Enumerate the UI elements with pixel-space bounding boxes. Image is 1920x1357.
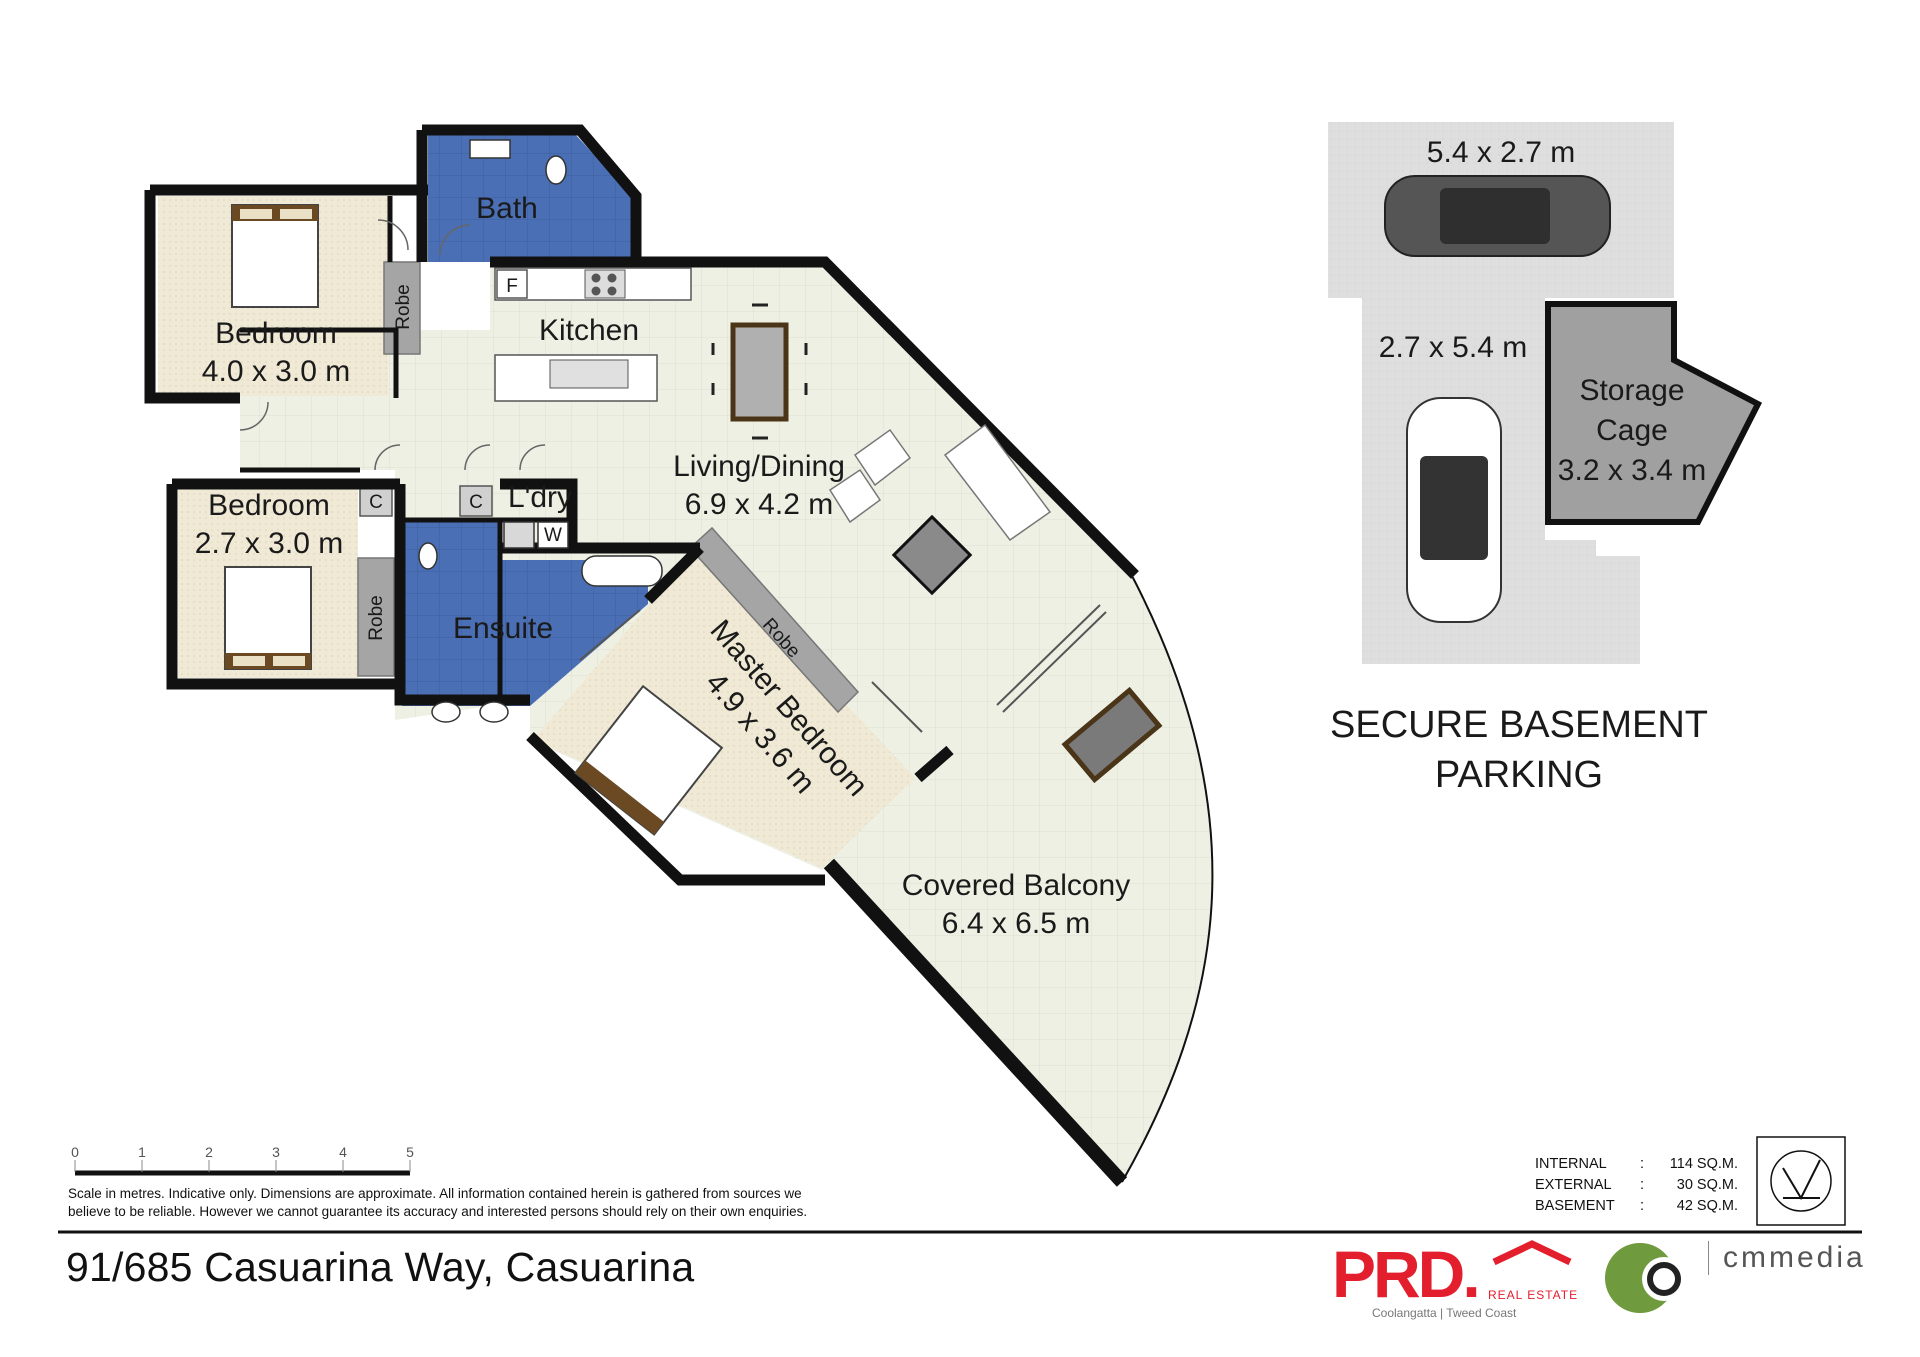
storage-line2: Cage xyxy=(1596,414,1668,447)
bedroom2-name: Bedroom xyxy=(208,489,330,522)
scale-tick-0: 0 xyxy=(71,1144,79,1160)
inner-walls xyxy=(240,196,572,700)
area-value: 114 SQ.M. xyxy=(1669,1156,1738,1172)
parking-heading-1: SECURE BASEMENT xyxy=(1330,704,1708,746)
scale-bar: 0 1 2 3 4 5 xyxy=(71,1144,414,1176)
balcony-wall xyxy=(816,851,1128,1187)
prd-wordmark: PRD. xyxy=(1332,1237,1481,1311)
dining-table xyxy=(711,303,808,440)
storage-cage xyxy=(1545,301,1763,525)
cupboard2-label: C xyxy=(469,492,483,513)
north-arrow-icon xyxy=(1756,1136,1846,1226)
cm-logo: cmmedia xyxy=(1690,1241,1866,1275)
car-1 xyxy=(1384,175,1611,257)
prd-roof-icon xyxy=(1492,1240,1572,1266)
balcony-edge xyxy=(1121,571,1214,1183)
area-row-external: EXTERNAL : 30 SQ.M. xyxy=(1535,1175,1738,1196)
robe2-label: Robe xyxy=(366,595,387,640)
ensuite-label: Ensuite xyxy=(453,612,553,645)
storage-line1: Storage xyxy=(1579,374,1684,407)
kitchen-sink xyxy=(549,359,629,389)
area-sep: : xyxy=(1640,1198,1645,1214)
cupboard-2 xyxy=(459,485,493,517)
bedroom1-name: Bedroom xyxy=(215,317,337,350)
living-furniture xyxy=(828,423,1052,596)
fridge xyxy=(496,269,528,299)
area-row-basement: BASEMENT : 42 SQ.M. xyxy=(1535,1196,1738,1217)
laundry-label: L'dry xyxy=(508,481,572,514)
prd-subtitle: REAL ESTATE xyxy=(1488,1288,1579,1302)
car-2 xyxy=(1406,397,1502,623)
disclaimer-line-1: Scale in metres. Indicative only. Dimens… xyxy=(68,1186,802,1201)
bedroom1-dims: 4.0 x 3.0 m xyxy=(202,355,350,388)
property-address: 91/685 Casuarina Way, Casuarina xyxy=(66,1244,695,1290)
cupboard1-label: C xyxy=(369,492,383,513)
bay1-label: 5.4 x 2.7 m xyxy=(1427,136,1575,169)
balcony-name: Covered Balcony xyxy=(902,869,1130,902)
bay2-label: 2.7 x 5.4 m xyxy=(1379,331,1527,364)
area-label: EXTERNAL xyxy=(1535,1177,1612,1193)
scale-tick-1: 1 xyxy=(138,1144,146,1160)
master-floor xyxy=(533,548,915,868)
walls xyxy=(144,124,1139,886)
cm-logo-icon xyxy=(1605,1243,1686,1313)
scale-tick-4: 4 xyxy=(339,1144,347,1160)
robe1-label: Robe xyxy=(393,284,414,329)
kitchen-label: Kitchen xyxy=(539,314,639,347)
balcony-table xyxy=(1061,686,1163,784)
cm-wordmark: cmmedia xyxy=(1708,1241,1866,1275)
bedroom2-dims: 2.7 x 3.0 m xyxy=(195,527,343,560)
washer-label: W xyxy=(544,525,562,546)
bed-master xyxy=(573,684,724,836)
area-value: 30 SQ.M. xyxy=(1676,1177,1738,1193)
living-dims: 6.9 x 4.2 m xyxy=(685,488,833,521)
robe1 xyxy=(383,261,421,355)
area-label: BASEMENT xyxy=(1535,1198,1615,1214)
living-name: Living/Dining xyxy=(673,450,845,483)
area-row-internal: INTERNAL : 114 SQ.M. xyxy=(1535,1154,1738,1175)
area-sep: : xyxy=(1640,1177,1645,1193)
scale-tick-3: 3 xyxy=(272,1144,280,1160)
area-sep: : xyxy=(1640,1156,1645,1172)
area-value: 42 SQ.M. xyxy=(1676,1198,1738,1214)
area-label: INTERNAL xyxy=(1535,1156,1607,1172)
scale-tick-5: 5 xyxy=(406,1144,414,1160)
disclaimer-line-2: believe to be reliable. However we canno… xyxy=(68,1204,808,1219)
parking-heading-2: PARKING xyxy=(1435,754,1603,796)
storage-dims: 3.2 x 3.4 m xyxy=(1558,454,1706,487)
cupboard-1 xyxy=(359,485,393,517)
cooktop xyxy=(584,269,626,299)
balcony-dims: 6.4 x 6.5 m xyxy=(942,907,1090,940)
fridge-label: F xyxy=(506,276,518,297)
robe2 xyxy=(357,557,395,677)
disclaimer: Scale in metres. Indicative only. Dimens… xyxy=(68,1185,968,1221)
wet-fixtures xyxy=(418,139,663,723)
bed-1 xyxy=(231,204,319,308)
bath-floor xyxy=(428,134,634,262)
sliding-doors xyxy=(579,604,1107,733)
robe-master xyxy=(688,526,860,714)
prd-logo: PRD. REAL ESTATE Coolangatta | Tweed Coa… xyxy=(1332,1236,1577,1320)
area-summary: INTERNAL : 114 SQ.M. EXTERNAL : 30 SQ.M.… xyxy=(1535,1154,1738,1217)
scale-tick-2: 2 xyxy=(205,1144,213,1160)
prd-location: Coolangatta | Tweed Coast xyxy=(1372,1306,1517,1320)
bath-label: Bath xyxy=(476,192,538,225)
bed-2 xyxy=(224,566,312,670)
